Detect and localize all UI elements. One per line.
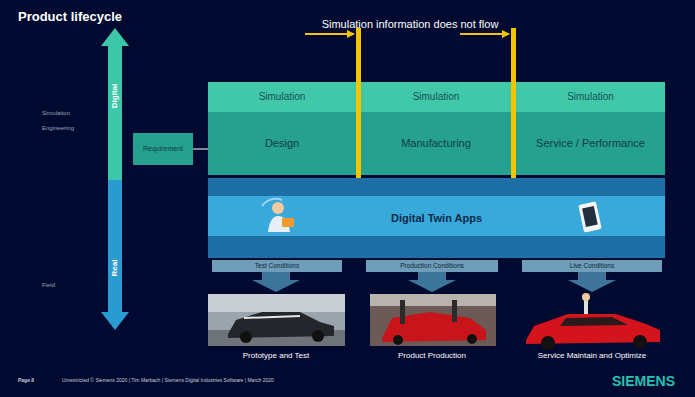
page-number: Page 8 xyxy=(18,378,34,384)
digital-twin-stripe xyxy=(208,196,665,236)
service-box: Service / Performance xyxy=(516,112,665,175)
tablet-icon xyxy=(578,201,601,232)
photo-caption: Prototype and Test xyxy=(243,351,310,360)
conditions-box: Test Conditions xyxy=(212,260,342,272)
real-arrow xyxy=(101,180,129,330)
requirement-box: Requirement xyxy=(133,133,193,165)
level-label: Simulation xyxy=(42,110,70,117)
node-text: Test Conditions xyxy=(255,262,299,269)
node-text: Production Conditions xyxy=(400,262,464,269)
node-text: Live Conditions xyxy=(570,262,614,269)
person-icon xyxy=(262,199,294,232)
photo-caption: Service Maintain and Optimize xyxy=(538,351,647,360)
connector xyxy=(193,149,208,150)
digital-arrow xyxy=(101,28,129,180)
service-photo xyxy=(526,293,660,350)
axis-label: Digital xyxy=(110,84,119,108)
simulation-box: Simulation xyxy=(516,82,665,112)
node-text: Design xyxy=(265,137,299,150)
conditions-box: Production Conditions xyxy=(366,260,498,272)
annotation: Simulation information does not flow xyxy=(322,18,499,31)
design-box: Design xyxy=(208,112,356,175)
digital-twin-band xyxy=(208,178,665,258)
node-text: Service / Performance xyxy=(536,137,645,150)
flow-arrow xyxy=(305,33,354,35)
company-logo: SIEMENS xyxy=(612,373,675,389)
digital-twin-band: Digital Twin Apps xyxy=(208,178,665,258)
prototype-photo xyxy=(208,294,345,346)
node-text: Manufacturing xyxy=(401,137,471,150)
simulation-box: Simulation xyxy=(208,82,356,112)
node-text: Simulation xyxy=(413,91,460,103)
simulation-box: Simulation xyxy=(361,82,511,112)
manufacturing-box: Manufacturing xyxy=(361,112,511,175)
photo-caption: Product Production xyxy=(398,351,466,360)
node-text: Simulation xyxy=(567,91,614,103)
footer-note: Unrestricted © Siemens 2020 | Tim Marbac… xyxy=(62,378,274,384)
conditions-box: Live Conditions xyxy=(522,260,662,272)
node-text: Requirement xyxy=(143,145,183,153)
slide-title: Product lifecycle xyxy=(18,10,122,25)
level-label: Engineering xyxy=(42,125,74,132)
node-text: Simulation xyxy=(259,91,306,103)
node-text: Digital Twin Apps xyxy=(391,212,482,225)
level-label: Field xyxy=(42,282,55,289)
production-photo xyxy=(370,294,496,346)
axis-label: Real xyxy=(110,260,119,277)
down-arrows xyxy=(252,272,616,292)
flow-arrow xyxy=(460,33,509,35)
